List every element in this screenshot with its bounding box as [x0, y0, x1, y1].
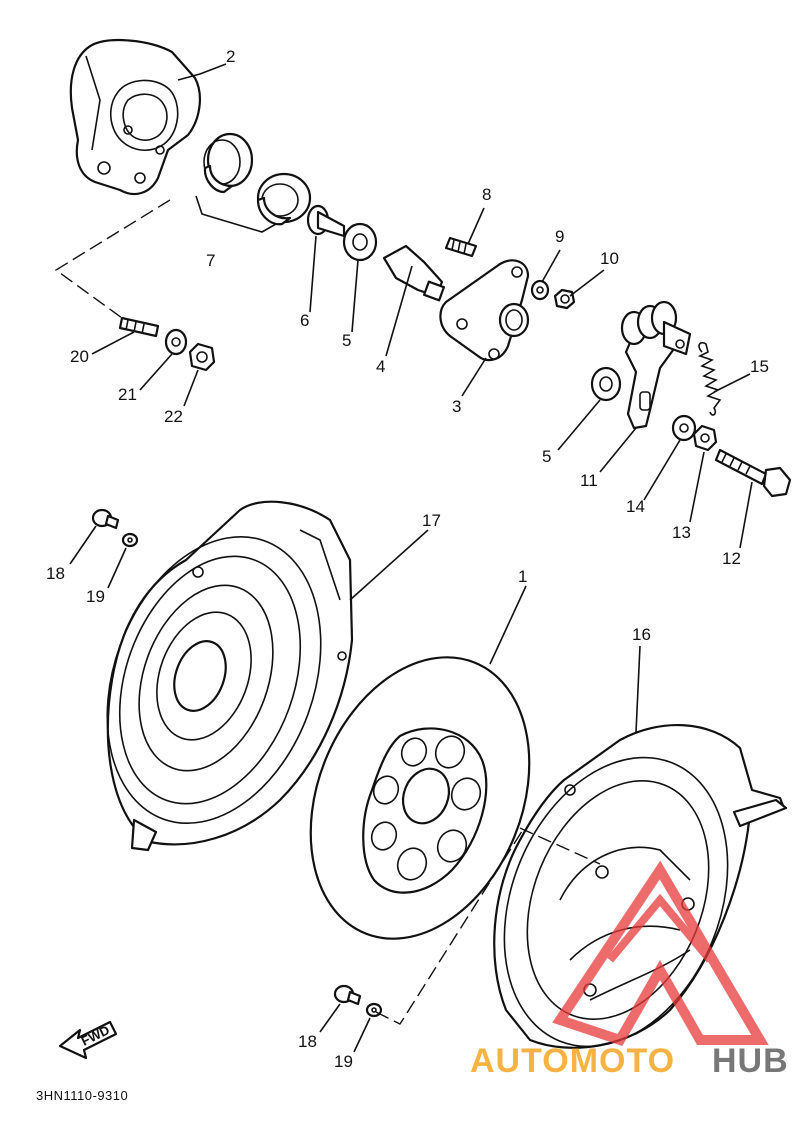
part-19-washer-upper — [121, 532, 139, 548]
fwd-arrow-icon: FWD — [58, 1020, 118, 1060]
callout-c18a: 18 — [46, 564, 65, 583]
part-21-washer — [164, 328, 188, 356]
callout-c5b: 5 — [542, 447, 551, 466]
part-9-washer — [530, 279, 550, 301]
callout-c20: 20 — [70, 347, 89, 366]
part-20-stud — [118, 316, 160, 338]
part-19-washer-lower — [365, 1002, 383, 1018]
callout-c11: 11 — [580, 471, 598, 490]
part-18-bolt-upper — [91, 508, 120, 530]
assembly-line-lower — [375, 827, 525, 1025]
callout-c2: 2 — [226, 47, 235, 66]
part-1-friction-plate — [309, 656, 531, 940]
assembly-line-cover — [519, 827, 601, 865]
callout-c1: 1 — [518, 567, 527, 586]
part-12-bolt — [714, 448, 792, 498]
part-2-housing — [69, 39, 202, 196]
part-8-stud — [444, 236, 478, 258]
callout-c19b: 19 — [334, 1052, 353, 1071]
callout-c14: 14 — [626, 497, 645, 516]
watermark-text-left: AUTOMOTO — [470, 1042, 675, 1080]
part-15-spring — [697, 341, 722, 416]
part-5-bearing-upper — [342, 222, 378, 262]
callout-c7: 7 — [206, 251, 215, 270]
callout-c10: 10 — [600, 249, 619, 268]
part-22-nut — [188, 342, 216, 372]
callout-c19a: 19 — [86, 587, 105, 606]
callout-c17: 17 — [422, 511, 441, 530]
part-3-plate — [439, 259, 530, 362]
callout-c13: 13 — [672, 523, 691, 542]
callout-c15: 15 — [750, 357, 769, 376]
watermark: AUTOMOTO HUB — [470, 1042, 789, 1080]
callout-c9: 9 — [555, 227, 564, 246]
drawing-code: 3HN1110-9310 — [36, 1088, 128, 1103]
watermark-triangle-icon — [552, 860, 769, 1047]
watermark-logo — [552, 860, 769, 1047]
part-5-bearing-lower — [590, 366, 622, 402]
bracket-line-7 — [195, 195, 277, 233]
leader-lines — [69, 63, 753, 1053]
callout-c22: 22 — [164, 407, 183, 426]
part-10-nut — [553, 288, 576, 310]
callout-labels: 2 7 6 5 4 8 9 10 3 15 5 11 14 13 12 20 21 22 17 18 19 1 16 18 19 — [46, 47, 769, 1071]
assembly-line-upper — [54, 199, 171, 319]
callout-c8: 8 — [482, 185, 491, 204]
part-18-bolt-lower — [333, 984, 362, 1006]
part-13-nut — [692, 424, 718, 452]
callout-c6: 6 — [300, 311, 309, 330]
part-6-shaft — [306, 204, 346, 238]
part-11-lever — [620, 300, 692, 430]
watermark-text-right: HUB — [712, 1042, 789, 1080]
part-4-cam — [382, 244, 446, 302]
part-14-washer — [671, 414, 697, 442]
callout-c4: 4 — [376, 357, 385, 376]
callout-c12: 12 — [722, 549, 741, 568]
callout-c5a: 5 — [342, 331, 351, 350]
callout-c16: 16 — [632, 625, 651, 644]
part-17-outer-cover — [106, 500, 354, 852]
callout-c21: 21 — [118, 385, 137, 404]
callout-c3: 3 — [452, 397, 461, 416]
part-7-seal-cap — [203, 132, 312, 226]
callout-c18b: 18 — [298, 1032, 317, 1051]
